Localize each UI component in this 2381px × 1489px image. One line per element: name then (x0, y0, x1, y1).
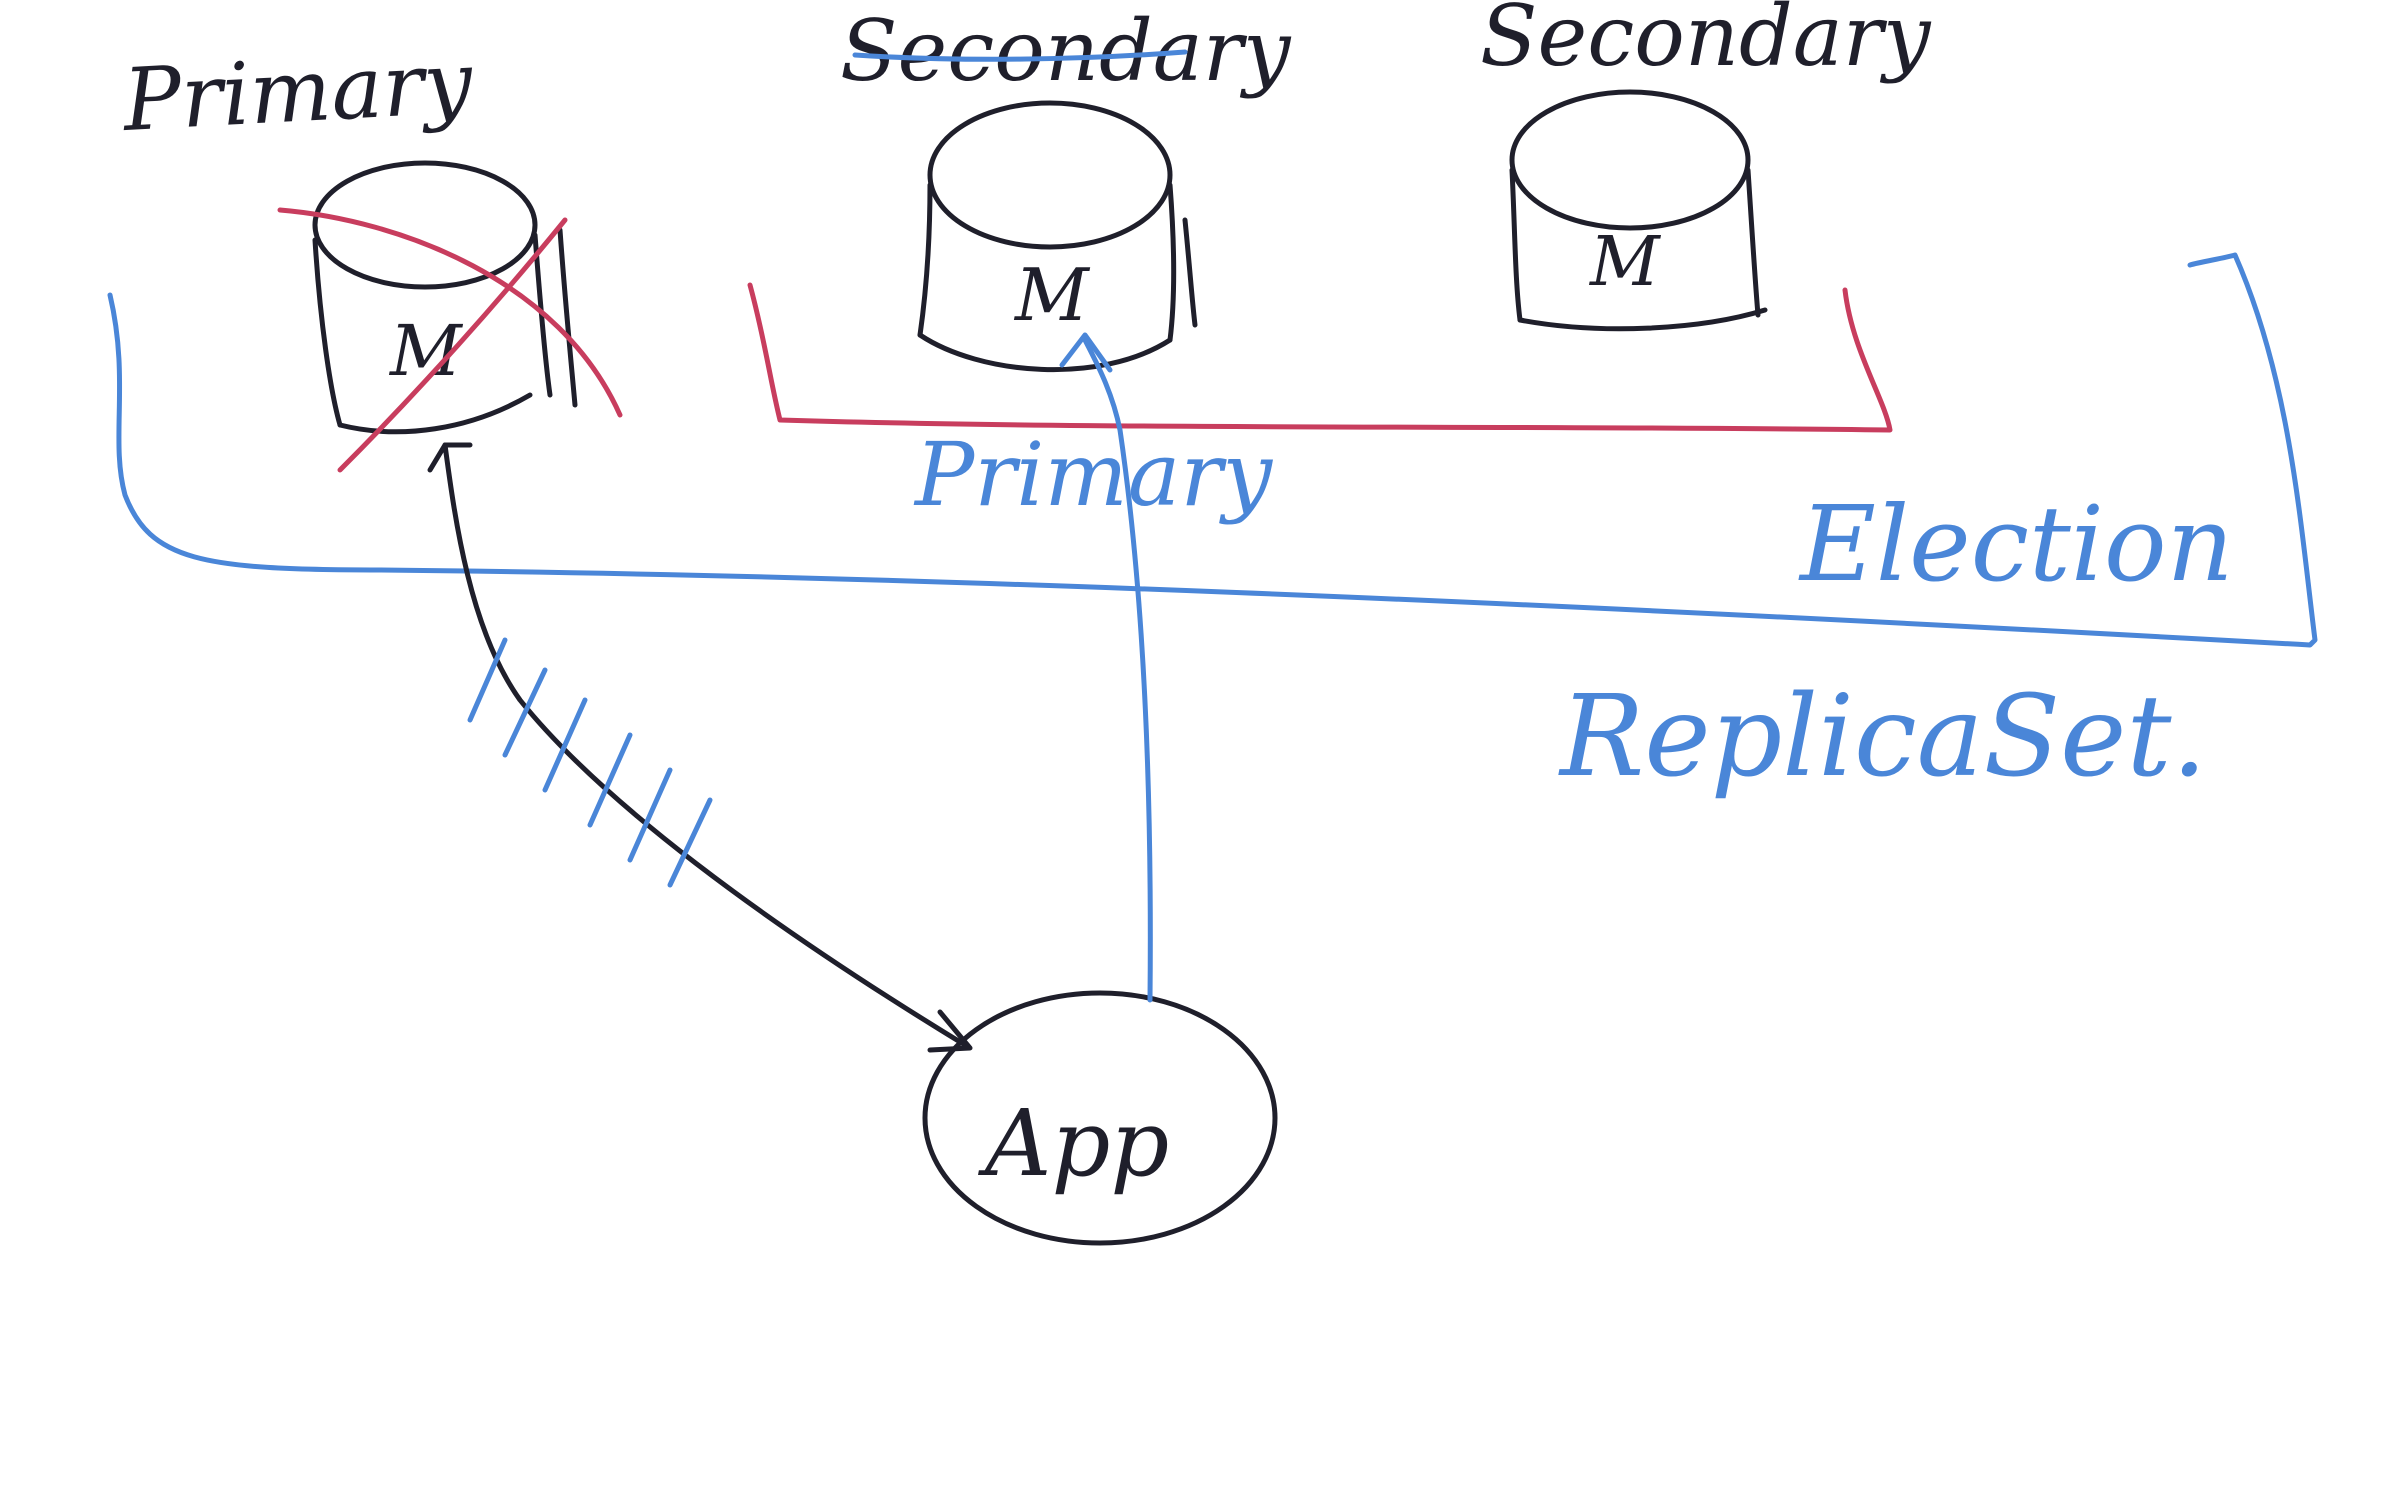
failed-node-cross-mark (277, 207, 623, 418)
heading-strikethrough (852, 49, 1188, 62)
replica-set-label: ReplicaSet. (1558, 672, 2207, 802)
old-primary-database-icon (312, 160, 578, 435)
new-primary-database-icon (917, 100, 1198, 373)
election-bracket (747, 282, 1893, 433)
old-primary-heading: Primary (119, 33, 476, 151)
right-node-heading: Secondary (1480, 0, 1932, 85)
app-node (922, 990, 1278, 1246)
new-primary-label: Primary (913, 423, 1273, 526)
new-connection-arrowhead (1059, 332, 1113, 373)
failed-node-cross-mark-2 (337, 217, 568, 473)
secondary-database-icon (1509, 89, 1768, 332)
new-primary-db-label: M (1013, 253, 1091, 337)
middle-node-heading: Secondary (840, 2, 1292, 100)
connection-failure-hatch-marks (467, 637, 713, 888)
replica-set-bracket (107, 252, 2318, 648)
election-label: Election (1798, 483, 2234, 605)
new-connection-arrow (1082, 337, 1153, 1003)
secondary-db-label: M (1588, 223, 1662, 302)
broken-connection-arrowhead-top (427, 442, 473, 473)
app-label: App (977, 1090, 1169, 1197)
broken-connection-arrow (442, 442, 968, 1048)
broken-connection-arrowhead-bottom (927, 1009, 973, 1053)
